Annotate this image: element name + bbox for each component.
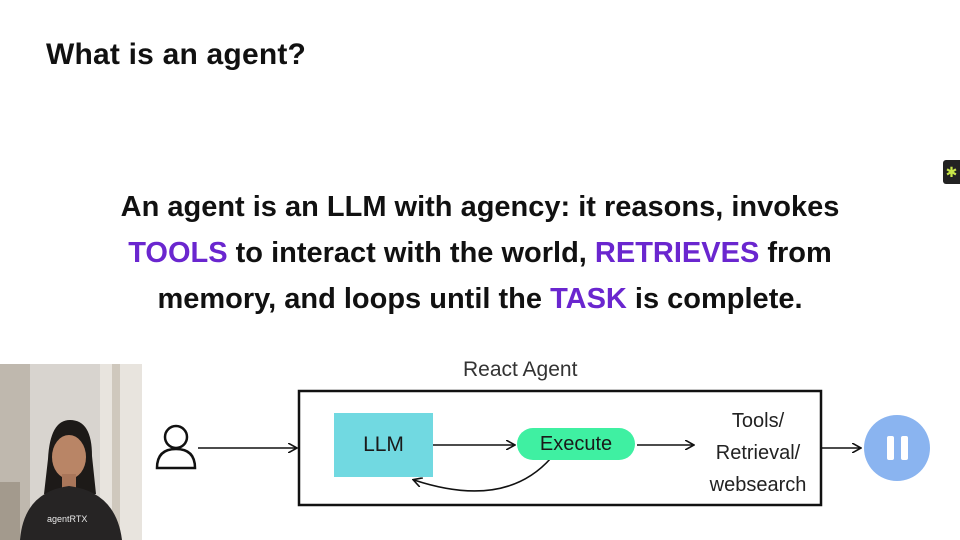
retrieval-line: Retrieval/: [715, 442, 801, 464]
execute-node: Execute: [517, 428, 635, 460]
agent-definition: An agent is an LLM with agency: it reaso…: [40, 184, 920, 322]
diagram-connectors: [155, 389, 960, 507]
keyword-retrieves: RETRIEVES: [594, 237, 760, 269]
tools-line: Tools/: [731, 410, 785, 432]
websearch-line: websearch: [709, 474, 807, 496]
react-agent-diagram: React Agent LLM Execute Tools/ Retrieval…: [0, 350, 960, 540]
react-agent-container: [297, 389, 823, 507]
slide-title: What is an agent?: [46, 38, 307, 71]
definition-line-2: TOOLS to interact with the world, RETRIE…: [128, 237, 832, 269]
execute-label: Execute: [539, 432, 613, 455]
user-icon: [155, 424, 197, 470]
definition-line-3: memory, and loops until the TASK is comp…: [157, 283, 803, 315]
pause-icon: [886, 436, 894, 460]
arrow-execute-back-to-llm: [414, 457, 552, 492]
llm-label: LLM: [363, 433, 404, 456]
keyword-task: TASK: [550, 283, 627, 315]
webcam-feed: agentRTX: [0, 364, 142, 540]
tools-node: Tools/ Retrieval/ websearch: [697, 405, 819, 501]
pause-button[interactable]: [864, 415, 930, 481]
shirt-text: agentRTX: [47, 514, 88, 524]
asterisk-icon[interactable]: ✱: [943, 160, 960, 184]
keyword-tools: TOOLS: [128, 237, 228, 269]
pause-icon-bar: [900, 436, 908, 460]
react-agent-label: React Agent: [463, 358, 578, 381]
definition-line-1: An agent is an LLM with agency: it reaso…: [120, 191, 840, 223]
presenter-video: [0, 364, 142, 540]
llm-node: LLM: [334, 413, 433, 477]
